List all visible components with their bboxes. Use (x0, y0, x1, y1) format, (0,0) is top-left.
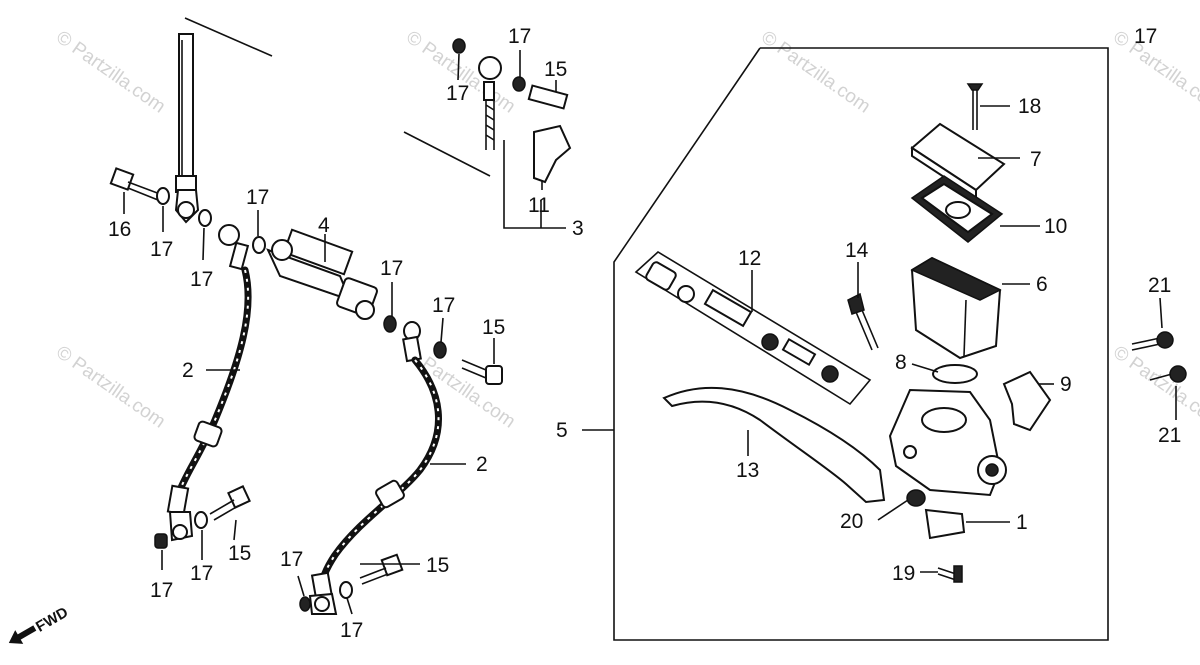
fwd-label: FWD (33, 604, 71, 636)
leader-lines (123, 50, 1177, 615)
brake-hose-right (299, 335, 442, 615)
callout-label: 17 (280, 548, 303, 571)
callout-label: 5 (556, 419, 568, 442)
banjo-bolt (209, 485, 251, 521)
watermark: © Partzilla.com (1109, 342, 1200, 433)
callout-label: 15 (228, 542, 251, 565)
cap-screw (966, 83, 984, 130)
o-ring (932, 364, 978, 384)
callout-label: 11 (528, 194, 550, 217)
diaphragm-plate (910, 175, 1004, 243)
callout-label: 17 (246, 186, 269, 209)
callout-label: 16 (108, 218, 131, 241)
callout-label: 17 (150, 579, 173, 602)
piston-set (634, 251, 872, 406)
brake-light-switch (924, 508, 966, 540)
callout-label: 14 (845, 239, 869, 262)
callout-label: 1 (1016, 511, 1028, 534)
holder-bracket (1002, 370, 1052, 432)
callout-label: 3 (572, 217, 584, 240)
brake-hose-joint (266, 228, 447, 359)
callout-label: 6 (1036, 273, 1048, 296)
holder-bolts (1131, 331, 1187, 383)
watermark: © Partzilla.com (52, 27, 169, 118)
switch-screw (937, 565, 963, 583)
callout-label: 4 (318, 214, 330, 237)
banjo-bolt (109, 167, 161, 201)
banjo-bolt (461, 359, 503, 385)
lever-pivot-bolt (847, 292, 879, 351)
watermark: © Partzilla.com (52, 342, 169, 433)
callout-label: 9 (1060, 373, 1072, 396)
callout-label: 17 (446, 82, 469, 105)
master-cylinder-body (888, 388, 1007, 497)
callout-label: 17 (1134, 25, 1157, 48)
callout-label: 17 (380, 257, 403, 280)
assembly-outline (613, 47, 1109, 641)
banjo-bolt (359, 553, 404, 585)
callout-label: 17 (150, 238, 173, 261)
brake-hose-left (154, 224, 252, 549)
sealing-washers (156, 187, 266, 254)
callout-label: 21 (1158, 424, 1181, 447)
reservoir (910, 256, 1002, 360)
callout-label: 17 (432, 294, 455, 317)
callout-label: 15 (426, 554, 449, 577)
brake-lever (662, 386, 886, 504)
callout-label: 7 (1030, 148, 1042, 171)
callout-label: 19 (892, 562, 915, 585)
watermark: © Partzilla.com (757, 27, 874, 118)
callout-label: 17 (340, 619, 363, 642)
callout-label: 18 (1018, 95, 1041, 118)
callout-label: 20 (840, 510, 863, 533)
callout-label: 12 (738, 247, 761, 270)
brake-pipe (174, 17, 273, 224)
callout-label: 15 (482, 316, 505, 339)
callout-label: 2 (476, 453, 488, 476)
callout-label: 17 (190, 562, 213, 585)
callout-label: 2 (182, 359, 194, 382)
callout-label: 10 (1044, 215, 1067, 238)
callout-label: 15 (544, 58, 567, 81)
brake-light-switch-assembly (403, 38, 572, 229)
callout-label: 17 (190, 268, 213, 291)
callout-label: 13 (736, 459, 759, 482)
callout-label: 21 (1148, 274, 1171, 297)
forward-direction-indicator: FWD (8, 604, 71, 644)
callout-label: 8 (895, 351, 907, 374)
callout-labels: 1 2 2 3 4 5 6 7 8 9 10 11 12 13 14 15 15… (108, 25, 1181, 642)
washer (906, 489, 926, 507)
callout-label: 17 (508, 25, 531, 48)
